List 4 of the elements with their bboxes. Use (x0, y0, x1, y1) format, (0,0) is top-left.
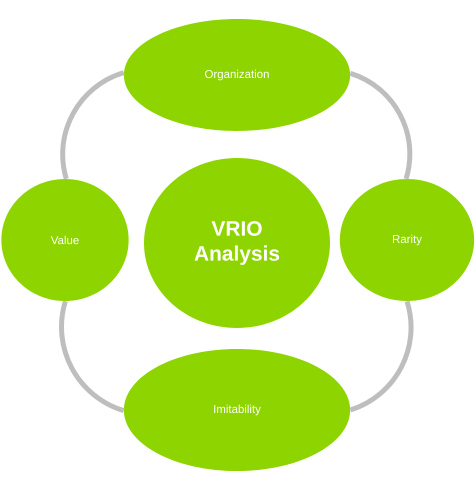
ring-arc (60, 70, 125, 180)
ring-arc (59, 300, 125, 413)
ring-arc (349, 300, 414, 412)
ring-arc (349, 70, 412, 180)
